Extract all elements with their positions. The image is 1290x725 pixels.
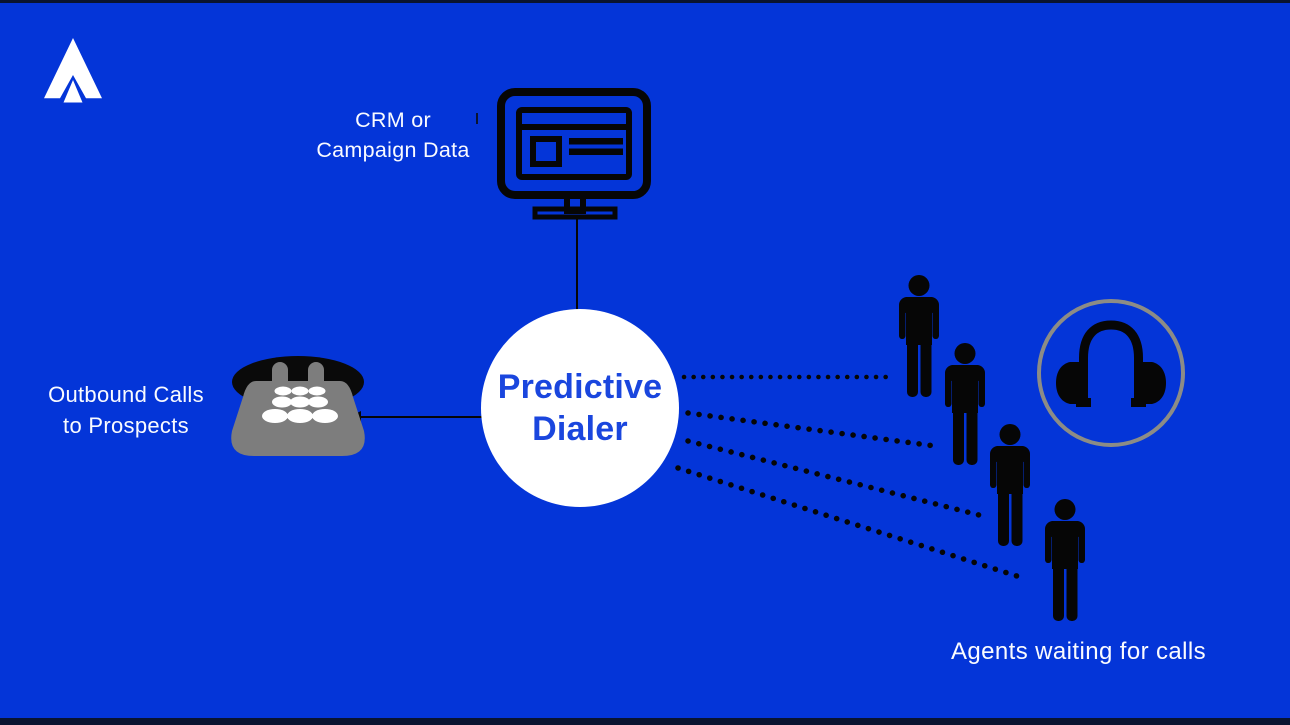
dialer-label-line2: Dialer bbox=[532, 410, 628, 448]
agent-icon-1 bbox=[899, 275, 939, 397]
agents-label-text: Agents waiting for calls bbox=[951, 638, 1207, 665]
agent-icon-4 bbox=[1045, 499, 1085, 621]
headphones-ring bbox=[1037, 299, 1185, 447]
crm-node-label: CRM or Campaign Data bbox=[285, 105, 501, 165]
outbound-node-label: Outbound Calls to Prospects bbox=[18, 379, 234, 441]
agents-node-label: Agents waiting for calls bbox=[951, 638, 1251, 666]
dotted-line-agent-3 bbox=[685, 438, 986, 519]
top-edge-strip bbox=[0, 0, 1290, 3]
crm-label-line2: Campaign Data bbox=[316, 138, 470, 162]
headphones-icon bbox=[1037, 299, 1185, 447]
stray-mark bbox=[476, 113, 478, 124]
agent-icon-3 bbox=[990, 424, 1030, 546]
dotted-line-agent-2 bbox=[685, 410, 938, 449]
outbound-label-line2: to Prospects bbox=[63, 413, 189, 438]
bottom-edge-strip bbox=[0, 718, 1290, 725]
predictive-dialer-node: Predictive Dialer bbox=[481, 309, 679, 507]
outbound-label-line1: Outbound Calls bbox=[48, 382, 204, 407]
triangle-brand-logo-icon bbox=[44, 38, 102, 103]
agent-icon-2 bbox=[945, 343, 985, 465]
dialer-label-line1: Predictive bbox=[497, 368, 663, 406]
dotted-line-agent-4 bbox=[675, 465, 1023, 580]
desktop-monitor-icon bbox=[497, 88, 651, 220]
telephone-icon bbox=[231, 356, 365, 456]
crm-label-line1: CRM or bbox=[355, 108, 431, 132]
